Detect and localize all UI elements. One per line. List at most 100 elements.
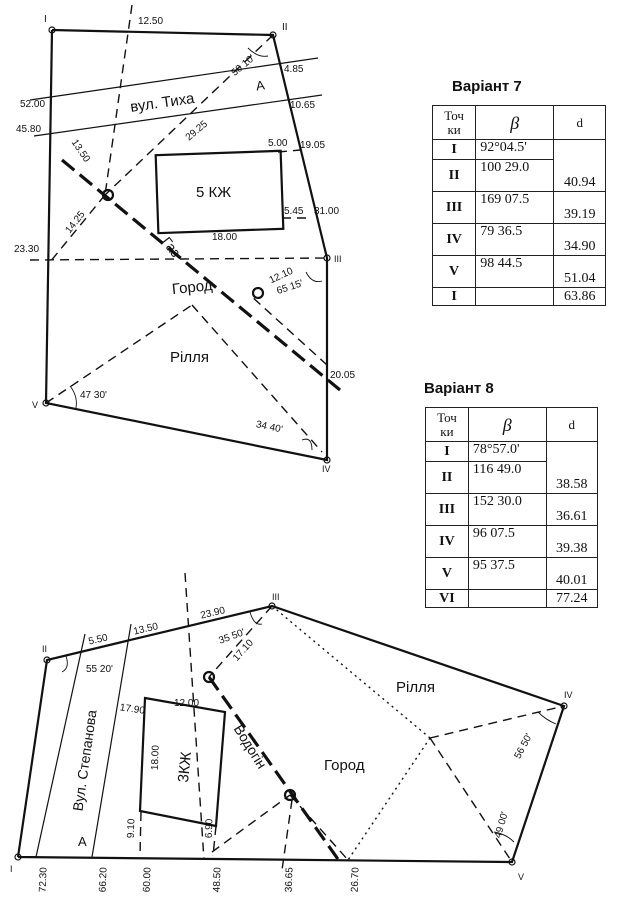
plan8-dash-vertical	[184, 572, 205, 861]
plan8-dim-9-10: 9.10	[126, 818, 138, 838]
plan7-street-edge-bottom	[33, 94, 323, 137]
plan7-house	[154, 149, 285, 235]
plan7-point-I-marker	[48, 26, 56, 34]
plan7-point-III-marker	[323, 254, 331, 262]
plan7-dim-13-50: 13.50	[69, 138, 92, 165]
variant8-beta-5: 95 37.5	[467, 557, 547, 590]
plan8-angle-arc-II	[61, 655, 68, 673]
plan8-dim-6-90: 6.90	[204, 818, 216, 838]
plan8-base-36-65: 36.65	[284, 867, 296, 893]
plan8-street-line-2	[91, 623, 132, 858]
plan8-label-point-I: I	[10, 864, 13, 874]
plan7-label-point-I: I	[44, 14, 47, 25]
variant8-beta-3: 152 30.0	[467, 493, 547, 526]
plan8-water-pipe	[207, 676, 342, 863]
plan8-boundary	[16, 604, 566, 864]
variant8-point-6: VI	[425, 589, 469, 608]
variant8-beta-2: 116 49.0	[467, 461, 547, 494]
plan8-dash-garden-1	[211, 794, 291, 853]
variant7-head-beta: β	[475, 105, 555, 140]
plan8-dash-field-2	[429, 737, 513, 863]
plan7-dash-I-axis	[104, 4, 133, 196]
plan-variant-8: I II III IV V Вул. Степанова А 3КЖ Водог…	[10, 572, 573, 893]
plan7-gas-pipe	[60, 158, 342, 392]
variant7-point-5: V	[431, 255, 477, 288]
plan8-house-offset	[139, 811, 142, 857]
plan8-dot-1	[271, 605, 431, 739]
plan8-dash-field-1	[429, 705, 565, 739]
plan7-dim-12-50: 12.50	[138, 16, 163, 27]
variant8-table: Точ ки β d I 78°57.0' 38.58 II 116 49.0 …	[425, 407, 599, 608]
plan7-angle-47-30: 47 30'	[80, 390, 107, 401]
plan7-offset-5-00	[277, 149, 301, 153]
variant7-point-6: I	[431, 287, 477, 306]
variant7-beta-6	[475, 287, 555, 306]
variant7-point-4: IV	[431, 223, 477, 256]
plan8-point-IV-marker	[560, 702, 568, 710]
plan8-dash-36-65	[281, 799, 293, 871]
plan7-dash-field-right	[191, 304, 323, 453]
variant8-beta-4: 96 07.5	[467, 525, 547, 558]
plan7-point-V-marker	[42, 399, 50, 407]
plan8-point-III-marker	[268, 602, 276, 610]
plan8-label-point-II: II	[42, 644, 47, 654]
variant7-table: Точ ки β d I 92°04.5' 40.94 II 100 29.0 …	[431, 105, 606, 306]
plan8-label-point-III: III	[272, 592, 280, 602]
plan7-garden-label: Город	[171, 277, 213, 298]
variant7-d-1: 40.94	[553, 139, 606, 192]
plan8-house-label: 3КЖ	[175, 751, 195, 784]
plan7-angle-arc-V	[69, 385, 77, 409]
variant8-title: Варіант 8	[424, 380, 494, 397]
plan8-garden-label: Город	[324, 757, 365, 774]
variant7-beta-5: 98 44.5	[475, 255, 555, 288]
plan7-dim-52-00: 52.00	[20, 99, 45, 110]
variant8-point-3: III	[425, 493, 469, 526]
plan8-angle-arc-III	[249, 611, 263, 625]
plan7-dash-II-gas	[104, 34, 274, 196]
plan8-point-II-marker	[43, 656, 51, 664]
variant8-d-1: 38.58	[545, 441, 599, 494]
plan7-label-point-III: III	[334, 254, 342, 264]
plan8-label-point-V: V	[518, 872, 524, 882]
plan8-dim-5-50: 5.50	[87, 632, 109, 647]
plan7-label-point-IV: IV	[322, 464, 331, 474]
plan8-label-point-IV: IV	[564, 690, 573, 700]
plan7-gas-node-2	[251, 286, 265, 300]
plan7-dim-45-80: 45.80	[16, 124, 41, 135]
plan8-angle-55-20: 55 20'	[86, 664, 113, 675]
plan8-angle-arc-IV	[537, 711, 557, 725]
plan7-dim-20-05: 20.05	[330, 370, 355, 381]
variant7-d-2: 39.19	[553, 191, 606, 224]
variant8-head-point: Точ ки	[425, 407, 469, 442]
variant8-point-4: IV	[425, 525, 469, 558]
plan8-water-node-1	[202, 670, 216, 684]
plan8-water-label: Водогін	[231, 722, 270, 772]
variant8-point-5: V	[425, 557, 469, 590]
plan8-dim-17-90: 17.90	[119, 702, 146, 716]
plan7-angle-34-40: 34 40'	[255, 419, 284, 435]
variant8-beta-1: 78°57.0'	[467, 441, 547, 462]
variant7-head-d: d	[553, 105, 606, 140]
plan7-boundary	[44, 28, 329, 462]
plan8-field-label: Рілля	[396, 679, 435, 696]
variant8-point-1: I	[425, 441, 469, 462]
plan7-label-point-II: II	[282, 22, 288, 33]
plan7-dash-23	[29, 257, 328, 261]
plan8-angle-49-00: 49 00'	[493, 810, 511, 839]
variant7-d-5: 63.86	[553, 287, 606, 306]
plan7-dim-4-85: 4.85	[284, 64, 304, 75]
variant7-head-point: Точ ки	[431, 105, 477, 140]
variant7-title: Варіант 7	[452, 78, 522, 95]
variant8-d-3: 39.38	[545, 525, 599, 558]
variant7-beta-3: 169 07.5	[475, 191, 555, 224]
plan7-house-label: 5 КЖ	[196, 184, 231, 201]
variant7-point-1: I	[431, 139, 477, 160]
plan7-dim-23-30: 23.30	[14, 244, 39, 255]
plan8-parcel-a: А	[78, 834, 87, 849]
variant7-d-3: 34.90	[553, 223, 606, 256]
plan7-angle-50-10: 50 10'	[230, 53, 258, 79]
plan8-base-72-30: 72.30	[38, 867, 50, 893]
plan7-dim-31-00: 31.00	[314, 206, 339, 217]
plan8-dash-III-water	[208, 605, 273, 678]
plan7-point-IV-marker	[323, 456, 331, 464]
